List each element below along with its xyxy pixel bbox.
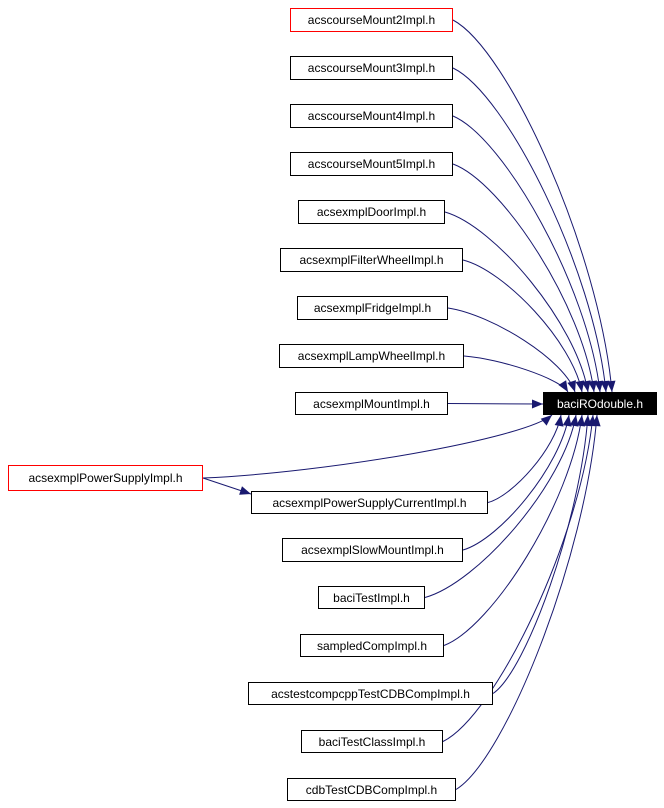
graph-node-acstestcompcppTestCDBCompImpl[interactable]: acstestcompcppTestCDBCompImpl.h	[248, 682, 493, 705]
include-edge-acsexmplSlowMountImpl-to-baciROdouble	[462, 414, 570, 551]
graph-node-acscourseMount3Impl[interactable]: acscourseMount3Impl.h	[290, 56, 453, 80]
arrowhead-acsexmplPowerSupplyImpl-to-acsexmplPowerSupplyCurrentImpl	[239, 486, 251, 495]
include-edge-acstestcompcppTestCDBCompImpl-to-baciROdouble	[492, 414, 589, 694]
include-edge-sampledCompImpl-to-baciROdouble	[443, 414, 583, 646]
arrowhead-acsexmplPowerSupplyCurrentImpl-to-baciROdouble	[554, 415, 564, 427]
include-edge-acscourseMount3Impl-to-baciROdouble	[452, 67, 607, 393]
include-edge-acscourseMount2Impl-to-baciROdouble	[452, 19, 613, 393]
graph-node-acsexmplSlowMountImpl[interactable]: acsexmplSlowMountImpl.h	[282, 538, 463, 562]
graph-node-acsexmplPowerSupplyImpl[interactable]: acsexmplPowerSupplyImpl.h	[8, 465, 203, 491]
include-edge-acsexmplPowerSupplyImpl-to-baciROdouble	[202, 414, 553, 479]
graph-target-node-baciROdouble: baciROdouble.h	[543, 392, 657, 415]
include-edge-baciTestImpl-to-baciROdouble	[424, 414, 577, 598]
graph-node-acsexmplLampWheelImpl[interactable]: acsexmplLampWheelImpl.h	[279, 344, 464, 368]
arrowhead-acsexmplFilterWheelImpl-to-baciROdouble	[575, 380, 585, 392]
arrowhead-acsexmplFridgeImpl-to-baciROdouble	[567, 380, 576, 392]
include-edge-acscourseMount5Impl-to-baciROdouble	[452, 163, 595, 393]
include-edge-acsexmplMountImpl-to-baciROdouble	[447, 403, 544, 405]
include-edge-acsexmplFridgeImpl-to-baciROdouble	[447, 307, 576, 393]
graph-node-acscourseMount2Impl[interactable]: acscourseMount2Impl.h	[290, 8, 453, 32]
graph-node-baciTestImpl[interactable]: baciTestImpl.h	[318, 586, 425, 609]
graph-node-acsexmplFilterWheelImpl[interactable]: acsexmplFilterWheelImpl.h	[280, 248, 463, 272]
graph-node-baciTestClassImpl[interactable]: baciTestClassImpl.h	[301, 730, 443, 753]
include-edge-baciTestClassImpl-to-baciROdouble	[442, 414, 594, 742]
include-edge-acscourseMount4Impl-to-baciROdouble	[452, 115, 601, 393]
include-edge-acsexmplFilterWheelImpl-to-baciROdouble	[462, 259, 583, 393]
graph-node-acsexmplDoorImpl[interactable]: acsexmplDoorImpl.h	[298, 200, 445, 224]
arrowhead-baciTestImpl-to-baciROdouble	[569, 415, 579, 427]
graph-node-acsexmplMountImpl[interactable]: acsexmplMountImpl.h	[295, 392, 448, 415]
include-edge-acsexmplDoorImpl-to-baciROdouble	[444, 211, 589, 393]
arrowhead-acsexmplMountImpl-to-baciROdouble	[531, 399, 543, 409]
arrowhead-sampledCompImpl-to-baciROdouble	[576, 415, 586, 427]
arrowhead-acsexmplSlowMountImpl-to-baciROdouble	[562, 415, 572, 427]
arrowhead-acscourseMount2Impl-to-baciROdouble	[606, 380, 616, 392]
arrowhead-acsexmplPowerSupplyImpl-to-baciROdouble	[540, 415, 552, 426]
graph-node-sampledCompImpl[interactable]: sampledCompImpl.h	[300, 634, 444, 657]
arrowhead-acsexmplDoorImpl-to-baciROdouble	[581, 380, 591, 392]
include-edge-cdbTestCDBCompImpl-to-baciROdouble	[455, 414, 598, 790]
graph-node-acsexmplPowerSupplyCurrentImpl[interactable]: acsexmplPowerSupplyCurrentImpl.h	[251, 491, 488, 514]
graph-node-acscourseMount4Impl[interactable]: acscourseMount4Impl.h	[290, 104, 453, 128]
graph-node-acscourseMount5Impl[interactable]: acscourseMount5Impl.h	[290, 152, 453, 176]
arrowhead-acscourseMount4Impl-to-baciROdouble	[594, 380, 604, 392]
include-edge-acsexmplPowerSupplyCurrentImpl-to-baciROdouble	[487, 414, 562, 503]
arrowhead-acscourseMount5Impl-to-baciROdouble	[588, 380, 598, 392]
graph-node-acsexmplFridgeImpl[interactable]: acsexmplFridgeImpl.h	[297, 296, 448, 320]
arrowhead-acscourseMount3Impl-to-baciROdouble	[600, 380, 610, 392]
graph-node-cdbTestCDBCompImpl[interactable]: cdbTestCDBCompImpl.h	[287, 778, 456, 801]
arrowhead-cdbTestCDBCompImpl-to-baciROdouble	[591, 415, 601, 427]
arrowhead-acsexmplLampWheelImpl-to-baciROdouble	[558, 380, 568, 392]
